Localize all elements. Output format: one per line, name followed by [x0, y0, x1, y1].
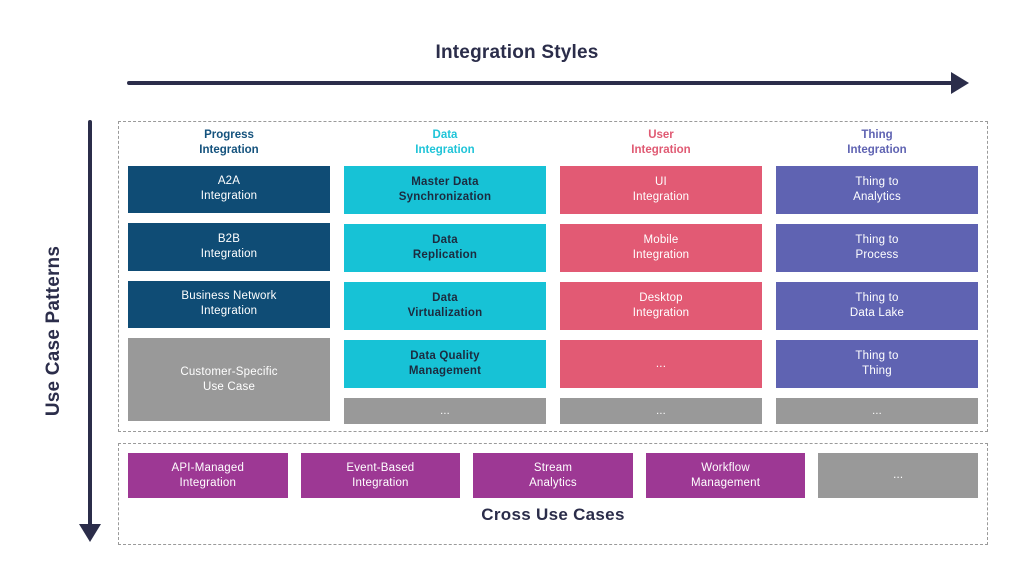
matrix-cell: Business Network Integration [128, 280, 330, 328]
right-arrow-shaft [127, 81, 953, 85]
matrix-cell-ellipsis: ... [344, 398, 546, 424]
matrix-cell-ellipsis: ... [776, 398, 978, 424]
matrix-cell: Master Data Synchronization [344, 166, 546, 214]
cross-use-case-item: API-Managed Integration [128, 453, 288, 498]
column-header-progress-integration: Progress Integration [199, 129, 259, 156]
top-axis-title: Integration Styles [435, 42, 599, 63]
matrix-cell: Data Quality Management [344, 340, 546, 388]
cross-use-cases-title: Cross Use Cases [481, 505, 625, 524]
column-data-integration: Data Integration Master Data Synchroniza… [344, 126, 546, 431]
matrix-cell: Thing to Analytics [776, 166, 978, 214]
cross-use-case-item: Event-Based Integration [300, 453, 461, 498]
use-case-patterns-panel: Progress Integration A2A Integration B2B… [118, 121, 988, 432]
column-progress-integration: Progress Integration A2A Integration B2B… [128, 126, 330, 431]
matrix-cell: Desktop Integration [560, 282, 762, 330]
column-user-integration: User Integration UI Integration Mobile I… [560, 126, 762, 431]
matrix-cell: Thing to Process [776, 224, 978, 272]
right-arrow-icon [951, 72, 969, 94]
matrix-cell: Data Replication [344, 224, 546, 272]
cross-use-case-item-ellipsis: ... [818, 453, 978, 498]
cross-use-cases-row: API-Managed Integration Event-Based Inte… [128, 453, 978, 498]
down-arrow-icon [79, 524, 101, 542]
matrix-cell: Data Virtualization [344, 282, 546, 330]
cross-use-case-item: Workflow Management [645, 453, 806, 498]
column-header-user-integration: User Integration [631, 129, 691, 156]
matrix-cell: Mobile Integration [560, 224, 762, 272]
matrix-cell: Thing to Thing [776, 340, 978, 388]
column-header-thing-integration: Thing Integration [847, 129, 907, 156]
left-axis-title: Use Case Patterns [43, 245, 64, 417]
cross-use-case-item: Stream Analytics [473, 453, 633, 498]
column-thing-integration: Thing Integration Thing to Analytics Thi… [776, 126, 978, 431]
column-header-data-integration: Data Integration [415, 129, 475, 156]
cross-use-cases-panel: API-Managed Integration Event-Based Inte… [118, 443, 988, 545]
matrix-cell: A2A Integration [128, 165, 330, 214]
matrix-cell: Customer-Specific Use Case [128, 337, 330, 422]
matrix-cell-ellipsis: ... [560, 398, 762, 424]
matrix-cell: B2B Integration [128, 223, 330, 271]
down-arrow-shaft [88, 120, 92, 526]
matrix-cell: UI Integration [560, 166, 762, 214]
matrix-cell-ellipsis: ... [560, 340, 762, 388]
matrix-cell: Thing to Data Lake [776, 282, 978, 330]
